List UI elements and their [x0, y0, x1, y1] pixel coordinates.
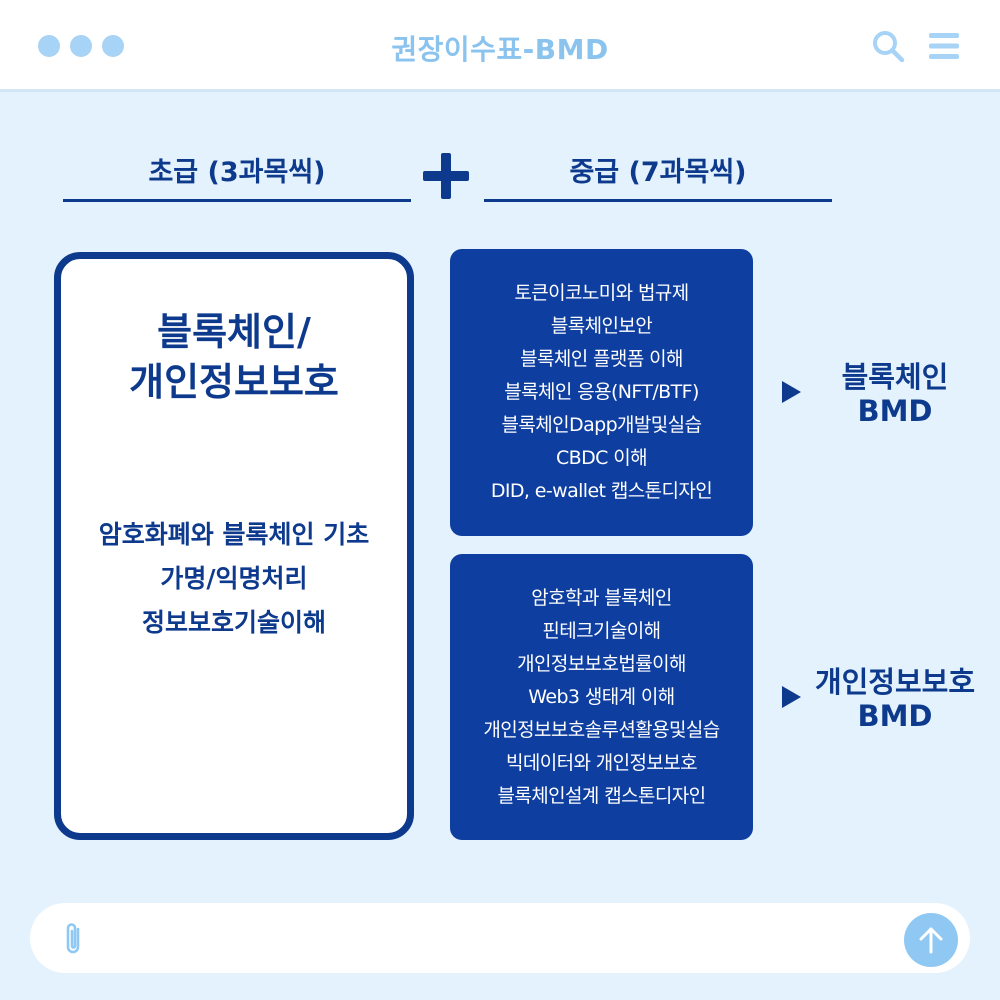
- course-item: DID, e-wallet 캡스톤디자인: [490, 480, 713, 502]
- course-item: 빅데이터와 개인정보보호: [505, 751, 698, 774]
- search-icon[interactable]: [870, 28, 906, 64]
- result-line: BMD: [857, 394, 933, 428]
- course-item: 블록체인보안: [550, 315, 653, 337]
- privacy-course-list: 암호학과 블록체인 핀테크기술이해 개인정보보호법률이해 Web3 생태계 이해…: [450, 554, 753, 840]
- course-item: 블록체인설계 캡스톤디자인: [497, 784, 706, 807]
- message-input-bar[interactable]: [30, 903, 970, 973]
- course-item: 핀테크기술이해: [542, 619, 661, 642]
- window-dot-icon[interactable]: [102, 35, 124, 57]
- blockchain-course-list: 토큰이코노미와 법규제 블록체인보안 블록체인 플랫폼 이해 블록체인 응용(N…: [450, 249, 753, 536]
- basic-title-line: 개인정보보호: [129, 360, 339, 404]
- paperclip-icon[interactable]: [62, 921, 86, 957]
- plus-icon: [423, 153, 469, 199]
- basic-course-item: 정보보호기술이해: [141, 608, 326, 637]
- arrow-right-icon: [782, 381, 801, 403]
- send-button[interactable]: [904, 913, 958, 967]
- basic-course-item: 암호화폐와 블록체인 기초: [98, 520, 370, 549]
- course-item: 개인정보보호법률이해: [517, 652, 686, 675]
- basic-level-header: 초급 (3과목씩): [63, 150, 411, 202]
- window-dot-icon[interactable]: [38, 35, 60, 57]
- course-item: Web3 생태계 이해: [528, 685, 675, 708]
- course-item: 개인정보보호솔루션활용및실습: [483, 718, 720, 741]
- basic-course-item: 가명/익명처리: [160, 564, 308, 593]
- basic-course-card: 블록체인/ 개인정보보호 암호화폐와 블록체인 기초 가명/익명처리 정보보호기…: [54, 252, 414, 840]
- menu-icon[interactable]: [926, 28, 962, 64]
- window-title: 권장이수표-BMD: [391, 33, 609, 66]
- result-line: 블록체인: [841, 360, 949, 394]
- course-item: 토큰이코노미와 법규제: [514, 282, 689, 304]
- arrow-up-icon: [919, 927, 943, 954]
- basic-card-title: 블록체인/ 개인정보보호: [61, 307, 407, 407]
- blockchain-bmd-result: 블록체인 BMD: [810, 360, 980, 428]
- course-item: 블록체인 응용(NFT/BTF): [504, 381, 699, 403]
- result-line: 개인정보보호: [814, 665, 976, 699]
- basic-title-line: 블록체인/: [157, 310, 311, 354]
- window-controls: [38, 35, 124, 57]
- result-line: BMD: [857, 699, 933, 733]
- basic-course-list: 암호화폐와 블록체인 기초 가명/익명처리 정보보호기술이해: [61, 513, 407, 645]
- window-titlebar: 권장이수표-BMD: [0, 0, 1000, 92]
- intermediate-level-header: 중급 (7과목씩): [484, 150, 832, 202]
- course-item: CBDC 이해: [556, 447, 648, 469]
- window-dot-icon[interactable]: [70, 35, 92, 57]
- arrow-right-icon: [782, 686, 801, 708]
- privacy-bmd-result: 개인정보보호 BMD: [802, 665, 988, 733]
- course-item: 블록체인Dapp개발및실습: [501, 414, 703, 436]
- course-item: 암호학과 블록체인: [531, 586, 672, 609]
- course-item: 블록체인 플랫폼 이해: [520, 348, 683, 370]
